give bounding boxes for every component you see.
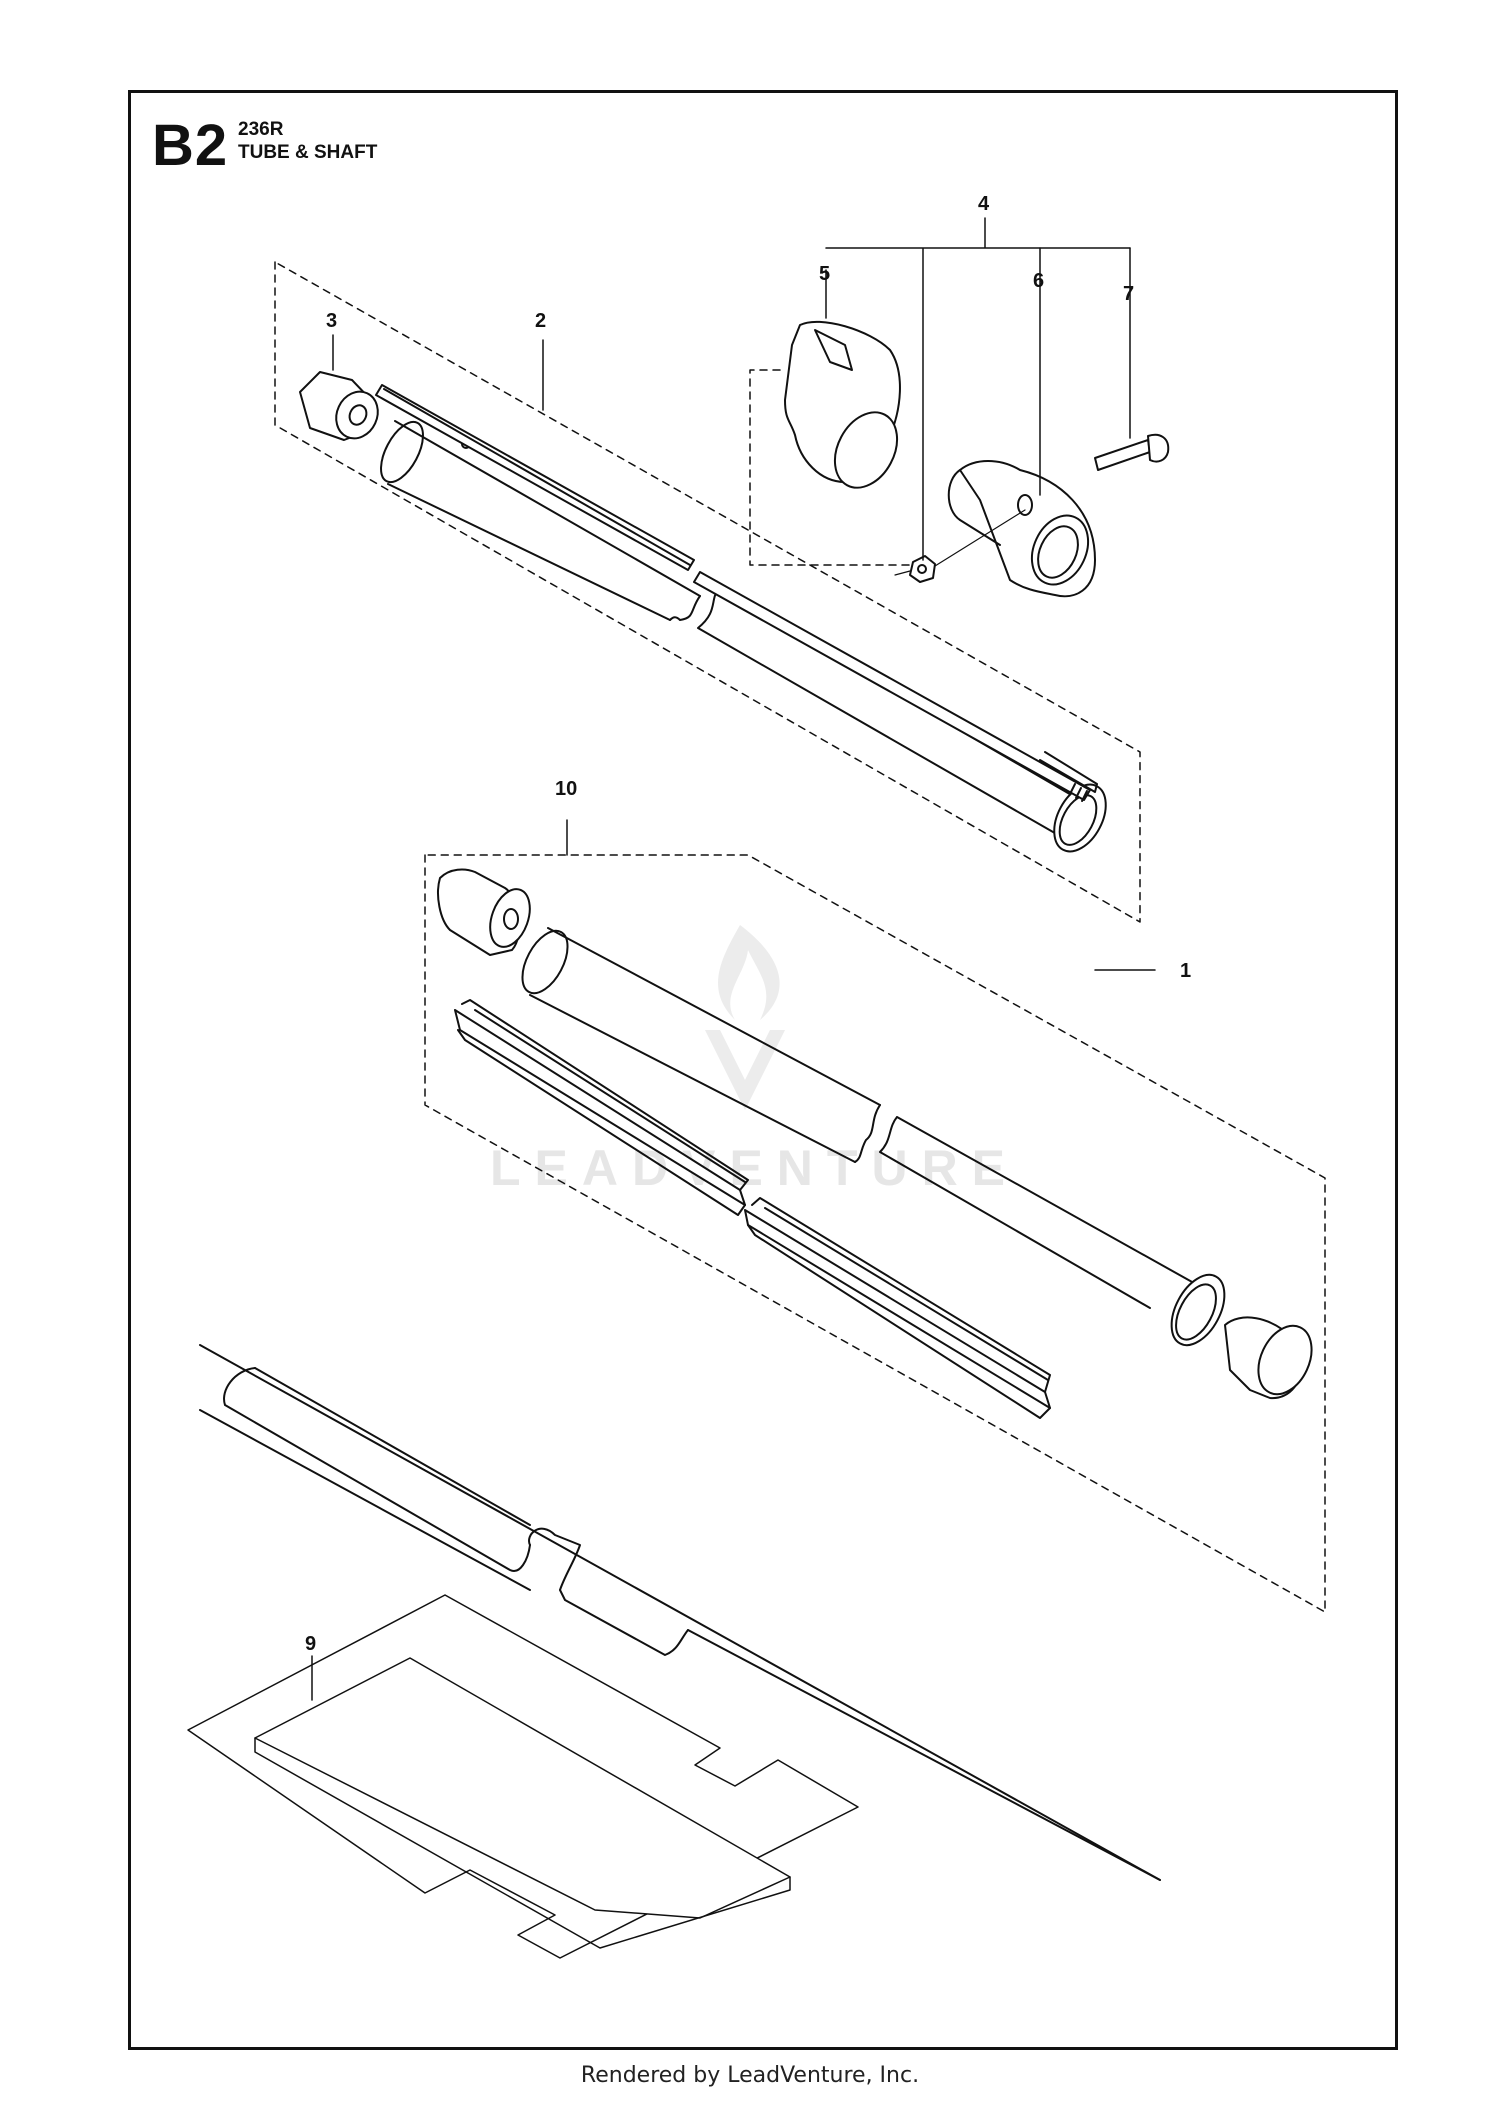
group-box-tube-liner xyxy=(424,854,1326,1613)
callout-3: 3 xyxy=(326,310,337,332)
footer-credit: Rendered by LeadVenture, Inc. xyxy=(580,2063,920,2088)
group-bracket-clamp xyxy=(749,369,926,566)
tube-outline-lower xyxy=(199,1344,1161,1881)
callout-1: 1 xyxy=(1180,960,1191,982)
callout-10: 10 xyxy=(555,778,577,800)
part-10-tube-liner xyxy=(437,868,1313,1419)
diagram-title: TUBE & SHAFT xyxy=(238,142,378,163)
part-6-clamp-lower xyxy=(947,460,1096,598)
callout-6: 6 xyxy=(1033,270,1044,292)
callout-4: 4 xyxy=(978,193,990,215)
callout-9: 9 xyxy=(305,1633,316,1655)
diagram-frame xyxy=(128,90,1398,2050)
group-box-tube-assembly xyxy=(274,261,1141,923)
part-3-bushing xyxy=(299,371,379,441)
section-code: B2 xyxy=(152,113,229,178)
watermark-text: LEADVENTURE xyxy=(490,1140,1019,1196)
model-number: 236R xyxy=(238,119,284,140)
part-4-nut xyxy=(894,509,1026,583)
leader-lines xyxy=(311,217,1156,1701)
part-9-decal xyxy=(187,1594,859,1959)
callout-7: 7 xyxy=(1123,283,1134,305)
part-1-driveshaft xyxy=(375,384,1098,802)
callout-2: 2 xyxy=(535,310,546,332)
callout-5: 5 xyxy=(819,263,830,285)
leadventure-watermark: LEADVENTURE xyxy=(490,925,1019,1196)
part-5-clamp-upper xyxy=(784,320,901,489)
part-7-screw xyxy=(1094,433,1170,471)
